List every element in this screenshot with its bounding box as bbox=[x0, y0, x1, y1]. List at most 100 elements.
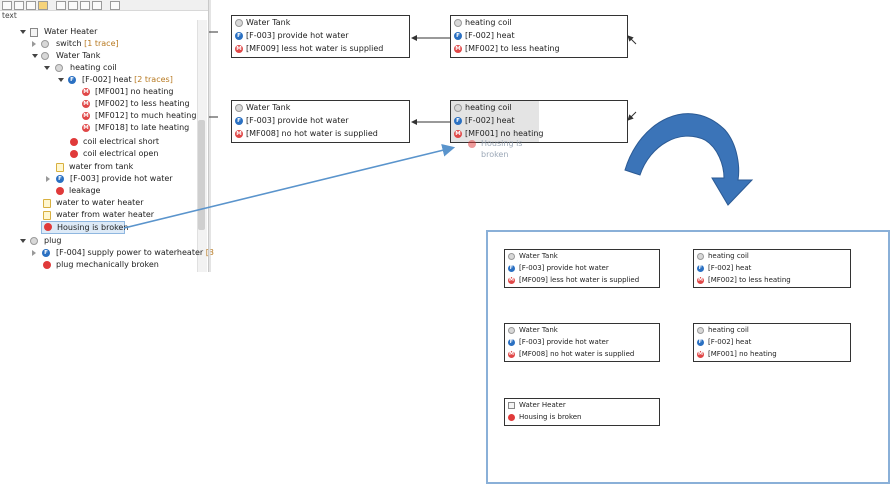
result-block-water-tank[interactable]: Water Tank F [F-003] provide hot water M… bbox=[504, 323, 660, 362]
tree-filter-input[interactable]: text bbox=[2, 11, 17, 20]
expand-arrow-icon[interactable] bbox=[20, 30, 26, 34]
transition-arrow-icon bbox=[624, 113, 754, 206]
malfunction-icon: M bbox=[235, 45, 243, 53]
collapsed-arrow-icon[interactable] bbox=[32, 250, 36, 256]
result-block-heating-coil[interactable]: heating coil F [F-002] heat M [MF001] no… bbox=[693, 323, 851, 362]
malfunction-text: [MF001] no heating bbox=[465, 129, 544, 138]
tree-item-label: coil electrical open bbox=[83, 149, 159, 158]
malfunction-icon: M bbox=[454, 45, 462, 53]
malfunction-text: [MF008] no hot water is supplied bbox=[519, 350, 635, 358]
component-icon bbox=[30, 237, 38, 245]
tree-item-label: leakage bbox=[69, 186, 101, 195]
malfunction-icon: M bbox=[697, 351, 704, 358]
function-text: [F-002] heat bbox=[465, 31, 515, 40]
flow-port-icon bbox=[43, 211, 51, 220]
failure-icon bbox=[468, 140, 476, 148]
block-title-text: Water Tank bbox=[246, 18, 291, 27]
tree-item-label: [MF018] to late heating bbox=[95, 123, 190, 132]
malfunction-text: Housing is broken bbox=[519, 413, 582, 421]
failure-icon bbox=[44, 223, 52, 231]
block-heating-coil-drop-target[interactable]: heating coil F [F-002] heat M [MF001] no… bbox=[450, 100, 628, 143]
malfunction-icon: M bbox=[82, 124, 90, 132]
component-icon bbox=[41, 52, 49, 60]
expand-arrow-icon[interactable] bbox=[32, 54, 38, 58]
expand-arrow-icon[interactable] bbox=[58, 78, 64, 82]
trace-connector bbox=[627, 111, 637, 121]
component-icon bbox=[508, 327, 515, 334]
component-icon bbox=[697, 253, 704, 260]
function-text: [F-003] provide hot water bbox=[246, 116, 349, 125]
expand-all-icon[interactable] bbox=[2, 1, 12, 10]
tree-item-label: [MF012] to much heating bbox=[95, 111, 197, 120]
result-block-water-tank[interactable]: Water Tank F [F-003] provide hot water M… bbox=[504, 249, 660, 288]
tree-item-label: plug mechanically broken bbox=[56, 260, 159, 269]
tree-item-label: [MF002] to less heating bbox=[95, 99, 190, 108]
block-title-text: Water Tank bbox=[246, 103, 291, 112]
drop-highlight bbox=[451, 101, 539, 142]
function-icon: F bbox=[454, 32, 462, 40]
malfunction-text: [MF001] no heating bbox=[708, 350, 777, 358]
function-icon: F bbox=[56, 175, 64, 183]
function-icon: F bbox=[508, 265, 515, 272]
drag-drop-line bbox=[123, 144, 456, 229]
component-icon bbox=[697, 327, 704, 334]
tree-item-label: [F-003] provide hot water bbox=[70, 174, 173, 183]
pin-icon[interactable] bbox=[56, 1, 66, 10]
malfunction-icon: M bbox=[235, 130, 243, 138]
tree-item-label: Water Heater bbox=[44, 27, 98, 36]
back-icon[interactable] bbox=[68, 1, 78, 10]
component-icon bbox=[235, 104, 243, 112]
tree-toolbar bbox=[0, 0, 208, 11]
tree-item-label: Water Tank bbox=[56, 51, 101, 60]
block-heating-coil[interactable]: heating coil F [F-002] heat M [MF002] to… bbox=[450, 15, 628, 58]
block-water-tank[interactable]: Water Tank F [F-003] provide hot water M… bbox=[231, 15, 410, 58]
function-text: [F-002] heat bbox=[708, 338, 752, 346]
trace-connector bbox=[627, 35, 637, 45]
block-title-text: heating coil bbox=[465, 103, 512, 112]
malfunction-icon: M bbox=[82, 100, 90, 108]
function-text: [F-003] provide hot water bbox=[519, 338, 609, 346]
failure-icon bbox=[56, 187, 64, 195]
malfunction-icon: M bbox=[697, 277, 704, 284]
failure-icon bbox=[70, 138, 78, 146]
function-text: [F-002] heat bbox=[465, 116, 515, 125]
malfunction-text: [MF002] to less heating bbox=[465, 44, 560, 53]
function-icon: F bbox=[42, 249, 50, 257]
tree-item-label: water from tank bbox=[69, 162, 134, 171]
malfunction-text: [MF009] less hot water is supplied bbox=[519, 276, 640, 284]
expand-arrow-icon[interactable] bbox=[44, 66, 50, 70]
tree-item-label: water to water heater bbox=[56, 198, 144, 207]
block-title-text: heating coil bbox=[708, 252, 749, 260]
tree-item-label: switch [1 trace] bbox=[56, 39, 119, 48]
link-editor-icon[interactable] bbox=[26, 1, 36, 10]
expand-arrow-icon[interactable] bbox=[20, 239, 26, 243]
malfunction-text: [MF009] less hot water is supplied bbox=[246, 44, 384, 53]
collapsed-arrow-icon[interactable] bbox=[46, 176, 50, 182]
flow-port-icon bbox=[56, 163, 64, 172]
forward-icon[interactable] bbox=[80, 1, 90, 10]
function-text: [F-003] provide hot water bbox=[519, 264, 609, 272]
result-block-water-heater[interactable]: Water Heater Housing is broken bbox=[504, 398, 660, 426]
collapsed-arrow-icon[interactable] bbox=[32, 41, 36, 47]
function-icon: F bbox=[454, 117, 462, 125]
block-water-tank[interactable]: Water Tank F [F-003] provide hot water M… bbox=[231, 100, 410, 143]
component-icon bbox=[235, 19, 243, 27]
drag-ghost-item: Housing is broken bbox=[466, 138, 548, 159]
component-icon bbox=[41, 40, 49, 48]
function-text: [F-003] provide hot water bbox=[246, 31, 349, 40]
refresh-icon[interactable] bbox=[92, 1, 102, 10]
function-icon: F bbox=[508, 339, 515, 346]
filter-icon[interactable] bbox=[38, 1, 48, 10]
function-icon: F bbox=[235, 32, 243, 40]
tree-item-housing-is-broken[interactable]: Housing is broken bbox=[41, 221, 129, 234]
component-icon bbox=[454, 19, 462, 27]
tree-scrollbar-thumb[interactable] bbox=[198, 120, 205, 230]
tree-item-label: [MF001] no heating bbox=[95, 87, 174, 96]
failure-icon bbox=[508, 414, 515, 421]
component-icon bbox=[55, 64, 63, 72]
tree-item-label: Housing is broken bbox=[57, 223, 129, 232]
settings-icon[interactable] bbox=[110, 1, 120, 10]
tree-item-label: coil electrical short bbox=[83, 137, 160, 146]
result-block-heating-coil[interactable]: heating coil F [F-002] heat M [MF002] to… bbox=[693, 249, 851, 288]
collapse-all-icon[interactable] bbox=[14, 1, 24, 10]
